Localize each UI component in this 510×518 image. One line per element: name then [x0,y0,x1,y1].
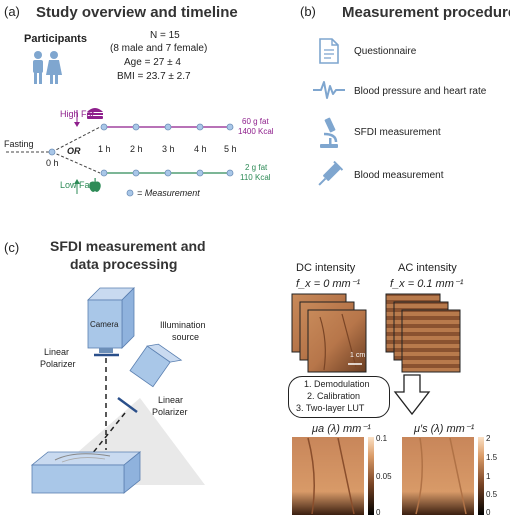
mus-tick-0-5: 0.5 [486,490,498,499]
participants-sex: (8 male and 7 female) [110,43,208,54]
panel-c-label: (c) [4,240,20,255]
illumination-label-1: Illumination [160,320,206,330]
mua-label: μa (λ) mm⁻¹ [312,423,371,435]
ac-frequency: f_x = 0.1 mm⁻¹ [390,278,464,290]
document-icon [319,38,339,64]
camera-label: Camera [90,320,119,329]
illumination-label-2: source [172,332,200,342]
mus-label: μ′s (λ) mm⁻¹ [414,423,475,435]
mus-tick-2: 2 [486,434,491,443]
high-fat-label: High Fat [60,109,95,119]
dc-title: DC intensity [296,262,356,274]
participants-n: N = 15 [150,30,180,41]
mus-tick-1-5: 1.5 [486,453,498,462]
measurement-legend: = Measurement [137,188,200,198]
hour-1: 1 h [98,144,111,154]
low-fat-label: Low Fat [60,180,93,190]
mus-tick-1: 1 [486,472,491,481]
down-arrow-icon [393,374,431,416]
burger-icon [87,108,103,119]
hour-2: 2 h [130,144,143,154]
step-2: 2. Calibration [307,391,361,401]
step-3: 3. Two-layer LUT [296,403,365,413]
panel-c-title-line2: data processing [70,256,178,272]
dc-frequency: f_x = 0 mm⁻¹ [296,278,361,290]
or-label: OR [67,146,81,156]
sfdi-setup [30,287,205,494]
right-polarizer-label-1: Linear [158,395,184,405]
high-fat-kcal: 1400 Kcal [238,127,274,136]
timeline-diagram [6,110,234,197]
procedure-item-4: Blood measurement [354,170,444,181]
pulse-icon [313,81,345,99]
mua-tick-min: 0 [376,508,381,517]
hour-3: 3 h [162,144,175,154]
procedure-item-1: Questionnaire [354,46,417,57]
low-fat-kcal: 110 Kcal [240,173,271,182]
left-polarizer-label-2: Polarizer [40,359,76,369]
fasting-label: Fasting [4,139,34,149]
hour-4: 4 h [194,144,207,154]
left-polarizer-label-1: Linear [44,347,70,357]
procedure-item-3: SFDI measurement [354,127,441,138]
panel-a-label: (a) [4,4,20,19]
low-fat-amount: 2 g fat [245,163,268,172]
participants-bmi: BMI = 23.7 ± 2.7 [117,71,191,82]
panel-b-title: Measurement procedure [342,4,510,21]
zero-hour-label: 0 h [46,158,59,168]
panel-c-title-line1: SFDI measurement and [50,238,206,254]
procedure-item-2: Blood pressure and heart rate [354,86,487,97]
apple-icon [89,178,101,192]
mua-tick-max: 0.1 [376,434,388,443]
syringe-icon [318,160,344,186]
people-icon [33,51,62,84]
right-polarizer-label-2: Polarizer [152,407,188,417]
mua-tick-mid: 0.05 [376,472,392,481]
processing-steps-box [288,376,390,418]
panel-b-label: (b) [300,4,316,19]
mus-tick-0: 0 [486,508,491,517]
microscope-icon [320,117,338,148]
step-1: 1. Demodulation [304,379,370,389]
participants-heading: Participants [24,33,87,45]
hour-5: 5 h [224,144,237,154]
optical-property-maps [292,437,484,515]
scale-bar-label: 1 cm [350,352,366,359]
panel-a-title: Study overview and timeline [36,4,238,21]
intensity-image-stacks [291,293,461,373]
ac-title: AC intensity [398,262,457,274]
participants-age: Age = 27 ± 4 [124,57,181,68]
high-fat-amount: 60 g fat [242,117,269,126]
